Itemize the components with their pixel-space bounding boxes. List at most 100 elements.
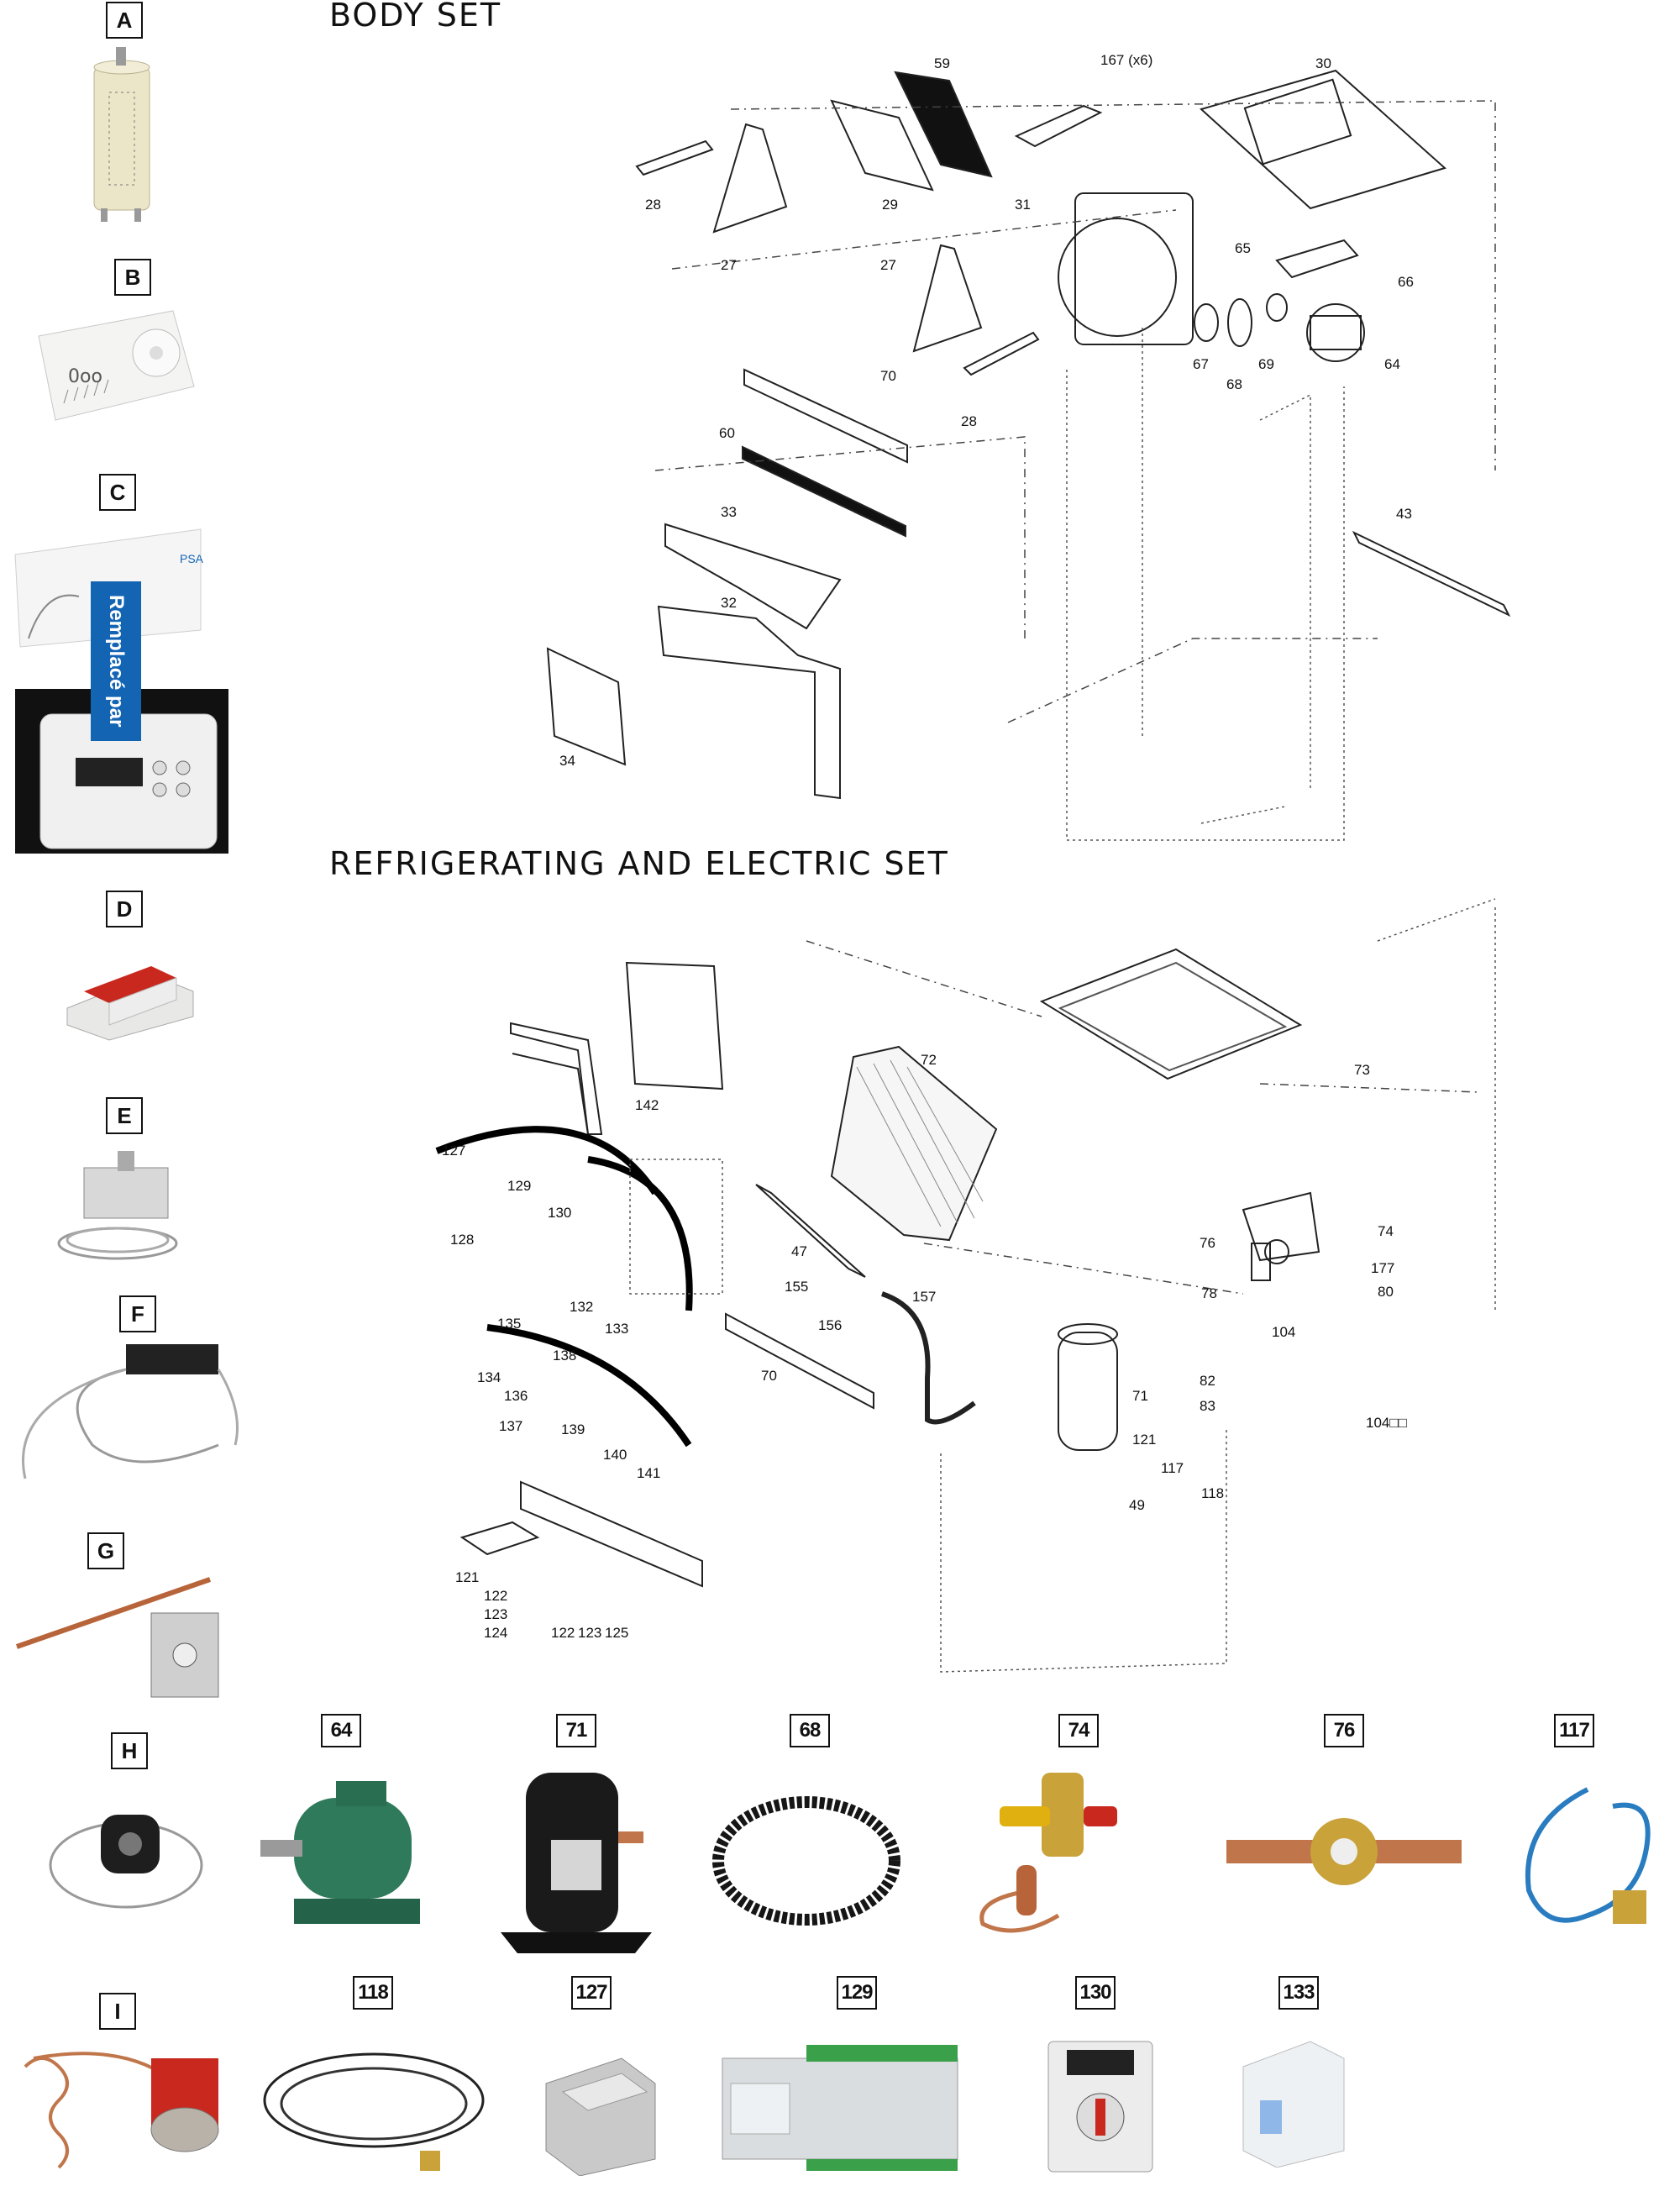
label-e: E <box>106 1097 143 1134</box>
callout-68: 68 <box>1226 376 1242 392</box>
wiring-arc-bottom <box>486 1324 692 1448</box>
belt-68-image <box>712 1796 900 1926</box>
sight-glass-76-image <box>1226 1818 1462 1885</box>
angle-brackets <box>510 1022 603 1135</box>
callout-33: 33 <box>721 504 737 520</box>
callout-132: 132 <box>570 1299 594 1315</box>
photo-label-130: 130 <box>1075 1976 1116 2010</box>
filter-59 <box>894 71 993 178</box>
label-g: G <box>87 1532 124 1569</box>
pulley-67 <box>1194 303 1219 342</box>
callout-28a: 28 <box>645 197 661 213</box>
panel-33 <box>664 523 842 630</box>
photo-label-127: 127 <box>571 1976 612 2010</box>
callout-47: 47 <box>791 1243 807 1259</box>
callout-104: 104 <box>1272 1324 1296 1340</box>
pipe-157 <box>881 1291 976 1425</box>
probe-118-image <box>263 2052 485 2171</box>
bracket-66 <box>1275 239 1359 279</box>
pressure-switch-117-image <box>1525 1787 1651 1924</box>
callout-59: 59 <box>934 55 950 71</box>
callout-128: 128 <box>450 1232 475 1248</box>
panel-34 <box>546 647 627 766</box>
expansion-valve-74-image <box>979 1773 1117 1933</box>
photo-label-118: 118 <box>353 1976 393 2010</box>
wiring-arc-top <box>435 1126 693 1311</box>
callout-123b: 123 <box>578 1625 602 1641</box>
callout-122b: 122 <box>551 1625 575 1641</box>
callout-127: 127 <box>442 1143 466 1159</box>
svg-text:0oo: 0oo <box>68 366 102 387</box>
callout-31: 31 <box>1015 197 1031 213</box>
label-a: A <box>106 2 143 39</box>
dryer-76 <box>1251 1243 1271 1281</box>
callout-125: 125 <box>605 1625 629 1641</box>
bracket-28a <box>635 139 714 176</box>
label-i: I <box>99 1993 136 2030</box>
callout-123a: 123 <box>484 1606 508 1622</box>
filter-frame-29 <box>830 99 934 192</box>
callout-124: 124 <box>484 1625 508 1641</box>
callout-133: 133 <box>605 1321 629 1337</box>
callout-137: 137 <box>499 1418 523 1434</box>
top-plate-30 <box>1199 69 1446 210</box>
svg-text:PSA: PSA <box>180 552 204 565</box>
callout-78: 78 <box>1201 1285 1217 1301</box>
side-panel-27b <box>912 244 983 353</box>
photo-label-64: 64 <box>321 1714 361 1747</box>
photo-label-68: 68 <box>790 1714 830 1747</box>
callout-71: 71 <box>1132 1388 1148 1404</box>
contactor-133-image <box>1242 2041 1345 2168</box>
pulley-69 <box>1266 293 1288 322</box>
replacement-banner: Remplacé par <box>91 581 141 741</box>
callout-155: 155 <box>785 1279 809 1295</box>
relay-d-image <box>66 966 194 1041</box>
body-set-title: BODY SET <box>329 0 502 34</box>
blower-65 <box>1058 192 1194 345</box>
label-d: D <box>106 891 143 927</box>
sensor-f-image <box>22 1344 239 1479</box>
callout-138: 138 <box>553 1348 577 1364</box>
rail-43 <box>1352 530 1511 617</box>
valve-assembly-74 <box>1242 1191 1320 1264</box>
controller-129-image <box>722 2045 958 2171</box>
callout-29: 29 <box>882 197 898 213</box>
callout-82: 82 <box>1200 1373 1215 1389</box>
callout-69: 69 <box>1258 356 1274 372</box>
refrigerating-set-title: REFRIGERATING AND ELECTRIC SET <box>329 845 949 882</box>
relay-127-image <box>545 2057 656 2176</box>
callout-136: 136 <box>504 1388 528 1404</box>
photo-label-76: 76 <box>1324 1714 1364 1747</box>
label-c: C <box>99 474 136 511</box>
callout-104b: 104□□ <box>1366 1415 1407 1431</box>
shelf-47 <box>755 1184 866 1278</box>
panel-142 <box>625 961 724 1090</box>
capillary-thermostat-e-image <box>57 1151 178 1260</box>
motor-64-image <box>260 1781 420 1924</box>
compressor-71 <box>1058 1323 1118 1451</box>
callout-141: 141 <box>637 1465 661 1481</box>
callout-76: 76 <box>1200 1235 1215 1251</box>
callout-49: 49 <box>1129 1497 1145 1513</box>
callout-30: 30 <box>1315 55 1331 71</box>
callout-70: 70 <box>880 368 896 384</box>
callout-129: 129 <box>507 1178 532 1194</box>
side-panel-27a <box>712 123 788 234</box>
motor-protector-130-image <box>1047 2041 1153 2173</box>
rail-70 <box>743 368 908 464</box>
callout-142: 142 <box>635 1097 659 1113</box>
label-b: B <box>114 259 151 296</box>
callout-70r: 70 <box>761 1368 777 1384</box>
callout-27a: 27 <box>721 257 737 273</box>
callout-135: 135 <box>497 1316 522 1332</box>
photo-label-74: 74 <box>1058 1714 1099 1747</box>
callout-72: 72 <box>921 1052 937 1068</box>
callout-130: 130 <box>548 1205 572 1221</box>
callout-121b: 121 <box>455 1569 480 1585</box>
callout-134: 134 <box>477 1369 501 1385</box>
label-f: F <box>119 1295 156 1332</box>
callout-140: 140 <box>603 1447 627 1463</box>
callout-43: 43 <box>1396 506 1412 522</box>
callout-157: 157 <box>912 1289 937 1305</box>
